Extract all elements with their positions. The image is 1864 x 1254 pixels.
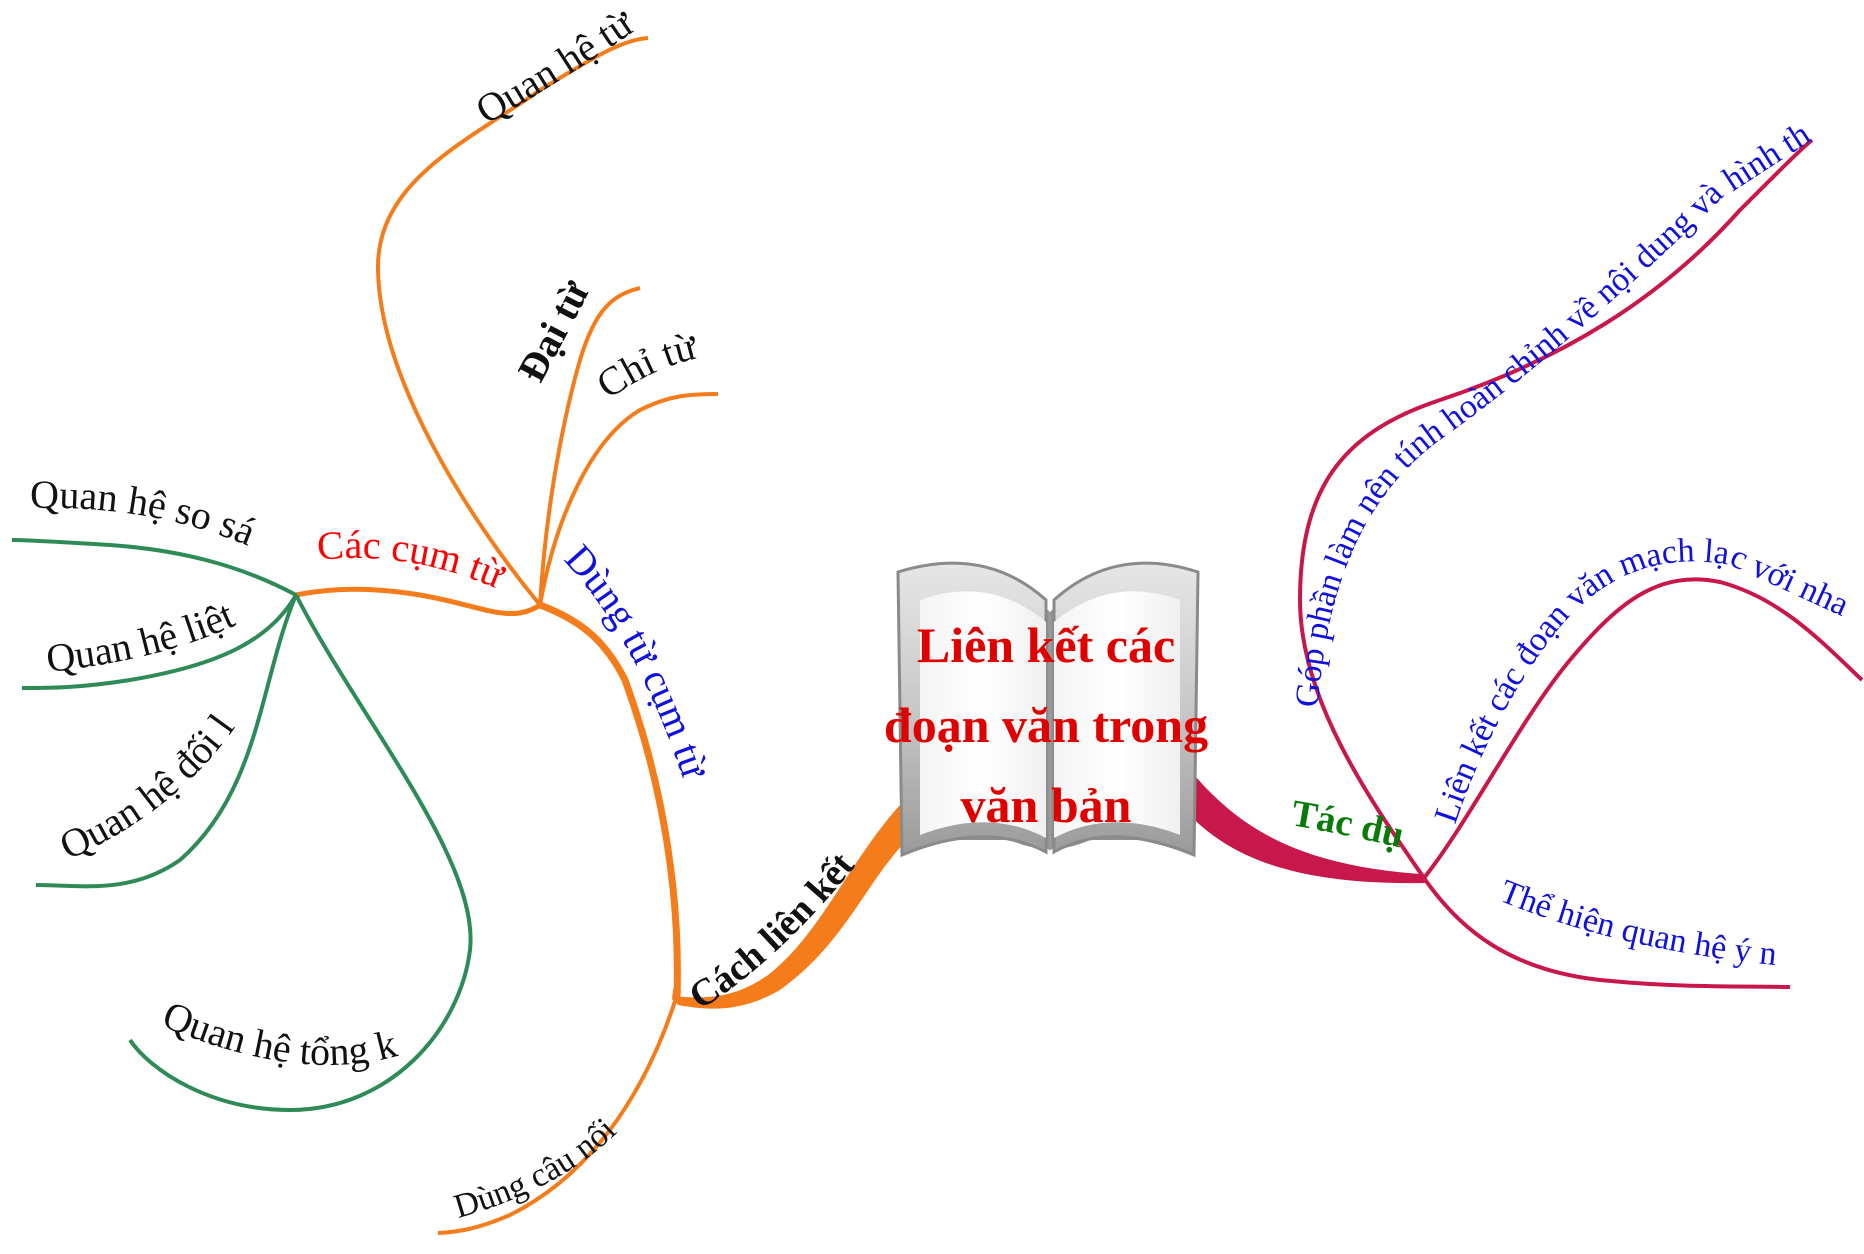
center-title: Liên kết các đoạn văn trong văn bản (884, 617, 1208, 833)
branch-label-dung-tu-cum-tu[interactable]: Dùng từ cụm từ (556, 536, 718, 785)
branch-line-gop-phan (1297, 138, 1814, 880)
branch-line-so-sanh (11, 538, 297, 597)
open-book-icon[interactable] (896, 561, 1200, 858)
right-branch-connectors (1185, 138, 1864, 989)
branch-line-doi-lap (35, 594, 298, 889)
center-title-line-3: văn bản (961, 777, 1132, 833)
leaf-label-quan-he-liet-ke[interactable]: Quan hệ liệt kê (0, 0, 241, 681)
leaf-label-quan-he-so-sanh[interactable]: Quan hệ so sánh (0, 0, 262, 554)
center-title-line-1: Liên kết các (917, 617, 1175, 673)
branch-line-liet-ke (21, 593, 298, 690)
branch-line-quan-he-tu (375, 36, 649, 607)
branch-line-the-hien (1422, 876, 1791, 989)
phrases-group-connectors (11, 538, 473, 1113)
leaf-label-dung-cau-noi[interactable]: Dùng câu nối (450, 1111, 623, 1226)
branch-line-dung-tu-cum-tu (538, 601, 681, 996)
branch-line-tong-ket (128, 594, 473, 1113)
branch-line-dung-cau-noi (437, 994, 679, 1235)
branch-line-cac-cum-tu (295, 586, 542, 617)
branch-line-lien-ket-cac (1422, 577, 1864, 880)
leaf-label-quan-he-tu[interactable]: Quan hệ từ (468, 0, 642, 133)
leaf-label-quan-he-doi-lap[interactable]: Quan hệ đối lập (0, 0, 243, 868)
center-title-line-2: đoạn văn trong (884, 697, 1208, 753)
branch-line-dai-tu (538, 286, 641, 606)
main-left-connector (672, 805, 918, 1009)
left-branch-connectors (295, 36, 918, 1235)
leaf-label-dai-tu[interactable]: Đại từ (508, 273, 598, 390)
main-right-connector (1185, 770, 1425, 884)
branch-line-chi-tu (538, 392, 719, 606)
